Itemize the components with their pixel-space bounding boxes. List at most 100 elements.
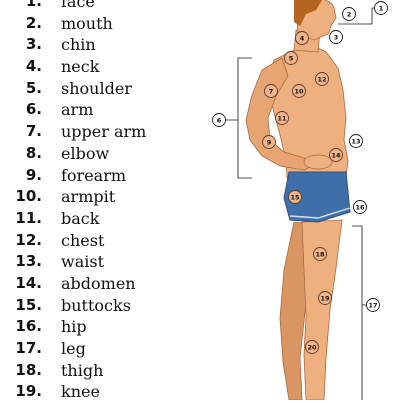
term-number: 11.	[15, 208, 42, 227]
term-word: chin	[61, 35, 96, 55]
callout-marker: 7	[264, 84, 278, 98]
callout-marker: 6	[212, 113, 226, 127]
shorts-trim	[289, 207, 351, 219]
term-number: 15.	[15, 295, 42, 314]
term-word: arm	[61, 100, 94, 120]
callout-circle	[315, 72, 329, 86]
callout-number: 7	[269, 88, 274, 96]
term-number: 4.	[25, 57, 42, 76]
callout-circle	[262, 135, 276, 149]
hand	[303, 154, 333, 170]
term-number: 3.	[25, 35, 42, 54]
term-word: shoulder	[61, 78, 132, 98]
callout-number: 6	[217, 117, 222, 125]
callout-marker: 1	[374, 1, 388, 15]
term-word: knee	[61, 382, 100, 402]
callout-marker: 20	[305, 340, 319, 354]
term-word: armpit	[61, 187, 116, 207]
callout-number: 2	[347, 11, 352, 19]
term-word: elbow	[61, 143, 110, 163]
callout-marker: 12	[315, 72, 329, 86]
callout-circle	[329, 148, 343, 162]
callout-circle	[374, 1, 388, 15]
bracket-lines	[226, 7, 380, 400]
term-number: 9.	[25, 165, 42, 184]
hair	[294, 0, 322, 26]
shorts	[283, 171, 351, 223]
callout-marker: 16	[353, 200, 367, 214]
term-number: 7.	[25, 122, 42, 141]
callout-circle	[318, 291, 332, 305]
term-number: 16.	[15, 317, 42, 336]
term-number: 6.	[25, 100, 42, 119]
term-number: 18.	[15, 360, 42, 379]
term-number: 14.	[15, 273, 42, 292]
callout-number: 5	[289, 55, 294, 63]
callout-number: 11	[277, 115, 287, 123]
callout-marker: 2	[342, 7, 356, 21]
term-word: hip	[61, 317, 87, 337]
callout-circle	[349, 134, 363, 148]
callout-marker: 5	[284, 51, 298, 65]
callout-circle	[366, 298, 380, 312]
term-word: neck	[61, 57, 100, 77]
callout-circle	[275, 111, 289, 125]
callout-marker: 10	[292, 84, 306, 98]
callout-marker: 11	[275, 111, 289, 125]
callout-number: 16	[355, 204, 365, 212]
callout-number: 9	[267, 139, 272, 147]
callout-number: 3	[334, 34, 339, 42]
term-word: face	[61, 0, 95, 11]
callout-number: 4	[300, 35, 305, 43]
callout-marker: 3	[329, 30, 343, 44]
callout-circle	[284, 51, 298, 65]
callout-marker: 9	[262, 135, 276, 149]
term-word: chest	[61, 230, 105, 250]
callout-circle	[305, 340, 319, 354]
term-number: 17.	[15, 339, 42, 357]
term-number: 19.	[15, 382, 42, 401]
callout-marker: 18	[313, 247, 327, 261]
callout-marker: 17	[366, 298, 380, 312]
term-number: 8.	[25, 143, 42, 162]
callout-marker: 14	[329, 148, 343, 162]
callout-marker: 19	[318, 291, 332, 305]
callout-circle	[353, 200, 367, 214]
left-leg	[301, 219, 343, 400]
term-word: waist	[61, 252, 104, 272]
callout-number: 1	[379, 5, 384, 13]
callout-circle	[264, 84, 278, 98]
callout-marker: 4	[295, 31, 309, 45]
callout-marker: 13	[349, 134, 363, 148]
term-word: leg	[61, 339, 86, 358]
callout-circle	[288, 190, 302, 204]
callout-number: 12	[317, 76, 326, 84]
bracket-arm	[226, 57, 252, 179]
term-number: 10.	[15, 187, 42, 206]
callout-number: 17	[368, 302, 377, 310]
callout-number: 18	[315, 251, 325, 259]
callout-number: 20	[307, 344, 317, 352]
callout-circle	[329, 30, 343, 44]
term-number: 12.	[15, 230, 42, 249]
callout-number: 19	[320, 295, 330, 303]
term-number: 2.	[25, 13, 42, 32]
callout-number: 13	[351, 138, 360, 146]
term-word: buttocks	[61, 295, 131, 315]
term-word: thigh	[61, 360, 104, 380]
term-word: mouth	[61, 13, 113, 33]
term-word: upper arm	[61, 122, 147, 142]
term-number: 13.	[15, 252, 42, 271]
term-number: 5.	[25, 78, 42, 97]
callout-circle	[292, 84, 306, 98]
callout-circle	[313, 247, 327, 261]
term-word: forearm	[61, 165, 127, 185]
term-word: abdomen	[61, 273, 136, 293]
term-number: 1.	[25, 0, 42, 10]
callout-circle	[212, 113, 226, 127]
callout-circle	[295, 31, 309, 45]
callout-circle	[342, 7, 356, 21]
callout-number: 10	[294, 88, 304, 96]
